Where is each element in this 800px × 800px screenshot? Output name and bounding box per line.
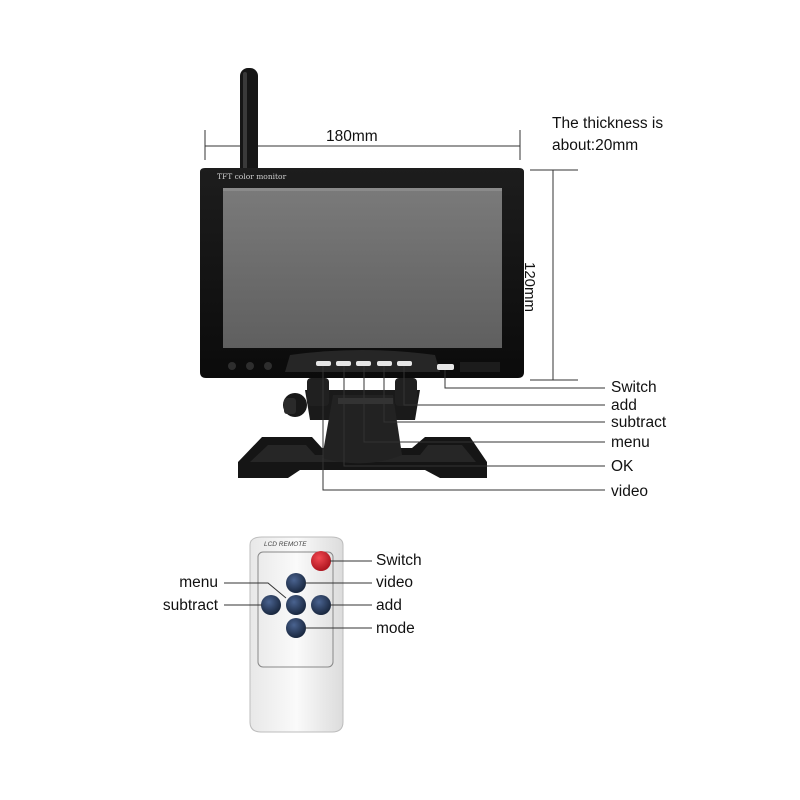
callout-ok: OK bbox=[611, 458, 634, 475]
callout-subtract: subtract bbox=[611, 414, 667, 431]
monitor-stand bbox=[238, 378, 487, 478]
remote-callout-subtract: subtract bbox=[162, 597, 218, 614]
monitor-buttons bbox=[316, 361, 500, 372]
remote-control: LCD REMOTE bbox=[249, 536, 344, 733]
callout-switch: Switch bbox=[611, 379, 657, 396]
height-dimension bbox=[530, 169, 578, 381]
callout-video: video bbox=[611, 483, 649, 500]
monitor-screen bbox=[223, 188, 502, 348]
remote-leader-lines bbox=[224, 560, 372, 629]
monitor-leader-lines bbox=[322, 366, 605, 491]
remote-callout-switch: Switch bbox=[376, 552, 422, 569]
remote-brand-text: LCD REMOTE bbox=[264, 541, 307, 548]
monitor: TFT color monitor bbox=[200, 168, 524, 378]
callout-menu: menu bbox=[611, 434, 650, 451]
thickness-line-2: about:20mm bbox=[552, 137, 639, 154]
remote-callout-menu: menu bbox=[179, 574, 218, 591]
remote-menu-button bbox=[286, 595, 306, 615]
remote-subtract-button bbox=[261, 595, 281, 615]
monitor-brand-text: TFT color monitor bbox=[217, 172, 287, 181]
thickness-line-1: The thickness is bbox=[552, 115, 664, 132]
remote-callout-add: add bbox=[376, 597, 402, 614]
antenna bbox=[240, 68, 258, 178]
remote-video-button bbox=[286, 573, 306, 593]
height-label: 120mm bbox=[521, 262, 538, 313]
remote-add-button bbox=[311, 595, 331, 615]
thickness-note: The thickness is about:20mm bbox=[552, 113, 663, 157]
width-label: 180mm bbox=[326, 128, 378, 145]
remote-power-button bbox=[311, 551, 331, 571]
remote-callout-mode: mode bbox=[376, 620, 415, 637]
callout-add: add bbox=[611, 397, 637, 414]
remote-callout-video: video bbox=[376, 574, 414, 591]
remote-mode-button bbox=[286, 618, 306, 638]
